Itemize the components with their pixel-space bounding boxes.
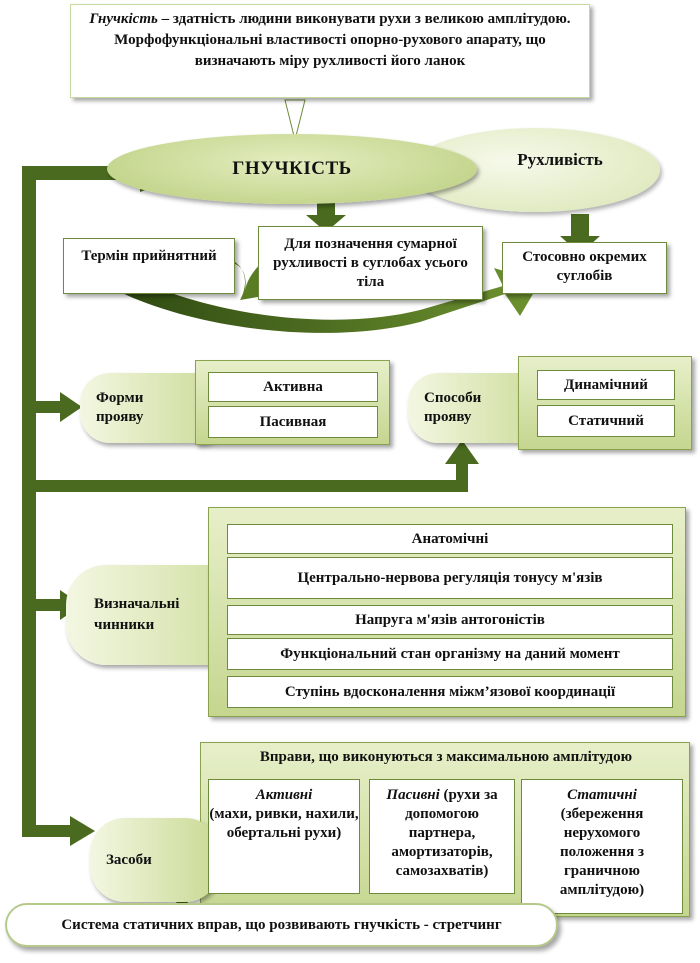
branch-means-arrow [36,825,72,837]
means-passive-box: Пасивні (рухи за допомогою партнера, амо… [369,779,515,894]
means-passive-title: Пасивні [386,787,440,803]
methods-item-dynamic: Динамічний [537,370,675,400]
stretching-box: Система статичних вправ, що розвивають г… [5,903,558,947]
branch-means-arrowhead [70,816,95,846]
main-trunk-arrow [22,172,36,837]
total-mobility-box: Для позначення сумарної рухливості в суг… [258,226,483,300]
factors-item: Ступінь вдосконалення міжм’язової коорди… [227,676,673,708]
center-down-arrowhead [306,215,346,232]
means-active-text: (махи, ривки, нахили, обертальні рухи) [209,806,359,841]
forms-item-active: Активна [208,372,378,402]
factors-item: Напруга м'язів антогоністів [227,605,673,635]
branch-methods-rise [456,462,468,492]
term-accepted-box: Термін прийнятний [63,238,235,294]
branch-forms-arrow [36,401,62,413]
forms-item-passive: Пасивная [208,406,378,438]
definition-pointer-icon [284,99,306,141]
methods-item-static: Статичний [537,405,675,437]
factors-item: Анатомічні [227,524,673,554]
branch-methods-arrow [36,480,466,492]
means-static-title: Статичні [567,787,637,803]
right-down-arrow [571,214,589,239]
factors-item: Центрально-нервова регуляція тонусу м'яз… [227,557,673,599]
flexibility-ellipse: ГНУЧКІСТЬ [107,134,477,204]
factors-item: Функціональний стан організму на даний м… [227,638,673,670]
flexibility-title: ГНУЧКІСТЬ [232,158,352,179]
forms-panel: Активна Пасивная [195,360,390,445]
means-static-text: (збереження нерухомого положення з грани… [559,806,645,898]
factors-panel: Анатомічні Центрально-нервова регуляція … [208,507,686,717]
means-label: Засоби [90,818,220,902]
means-passive-text: (рухи за допомогою партнера, амортизатор… [391,787,498,879]
separate-joints-box: Стосовно окремих суглобів [502,242,667,294]
branch-methods-arrowhead [445,440,479,464]
means-active-title: Активні [255,787,313,803]
definition-term: Гнучкість [89,11,158,27]
definition-text: – здатність людини виконувати рухи з вел… [114,11,571,69]
means-active-box: Активні (махи, ривки, нахили, обертальні… [208,779,360,894]
curved-arrow [120,268,540,333]
means-header: Вправи, що виконуються з максимальною ам… [259,749,633,765]
methods-panel: Динамічний Статичний [518,356,692,450]
means-static-box: Статичні (збереження нерухомого положенн… [521,779,683,914]
branch-forms-arrowhead [60,392,82,422]
mobility-label: Рухливість [517,150,603,169]
definition-box: Гнучкість – здатність людини виконувати … [70,4,590,98]
branch-factors-arrow [36,599,62,611]
